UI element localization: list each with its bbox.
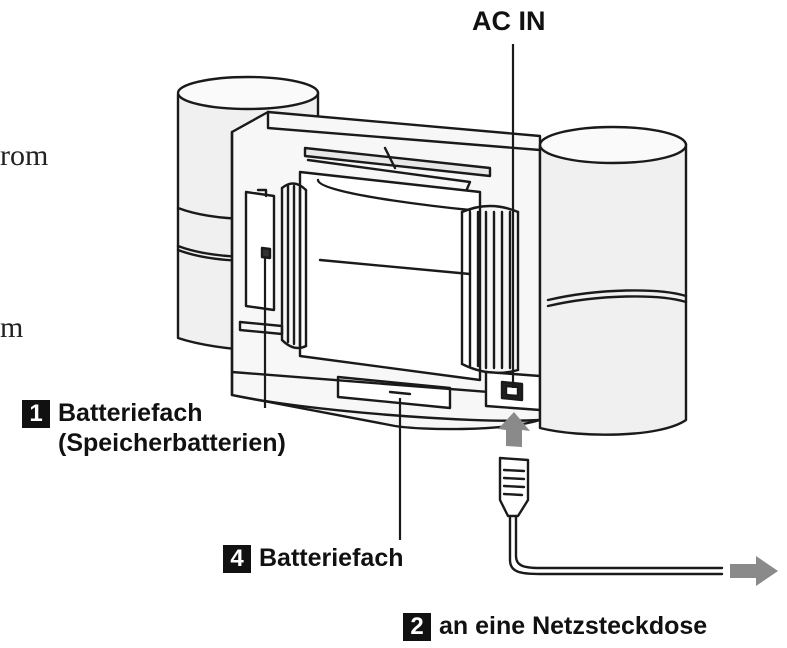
plug-in-arrow bbox=[498, 412, 530, 447]
main-battery-label: 4 Batteriefach bbox=[223, 543, 404, 573]
memory-battery-label-line1: Batteriefach bbox=[58, 399, 203, 427]
cut-off-text-bottom: m bbox=[0, 311, 24, 344]
ac-in-label: AC IN bbox=[472, 6, 546, 36]
right-speaker bbox=[538, 125, 688, 436]
memory-battery-compartment bbox=[244, 188, 276, 312]
outlet-arrow bbox=[730, 556, 778, 586]
step-badge-2: 2 bbox=[403, 613, 431, 641]
cord-wrap-left bbox=[280, 182, 308, 350]
main-body bbox=[230, 110, 542, 431]
step-badge-1: 1 bbox=[22, 400, 50, 428]
outlet-label-text: an eine Netzsteckdose bbox=[439, 612, 708, 640]
main-battery-compartment bbox=[336, 375, 452, 410]
cut-off-text-top: rom bbox=[0, 139, 49, 172]
pointer-lines bbox=[263, 44, 515, 540]
main-battery-label-text: Batteriefach bbox=[259, 544, 404, 572]
memory-battery-label: 1 Batteriefach (Speicherbatterien) bbox=[22, 398, 286, 458]
memory-battery-label-line2: (Speicherbatterien) bbox=[58, 429, 286, 457]
step-badge-4: 4 bbox=[223, 545, 251, 573]
power-cord bbox=[498, 456, 724, 576]
outlet-label: 2 an eine Netzsteckdose bbox=[403, 611, 707, 641]
